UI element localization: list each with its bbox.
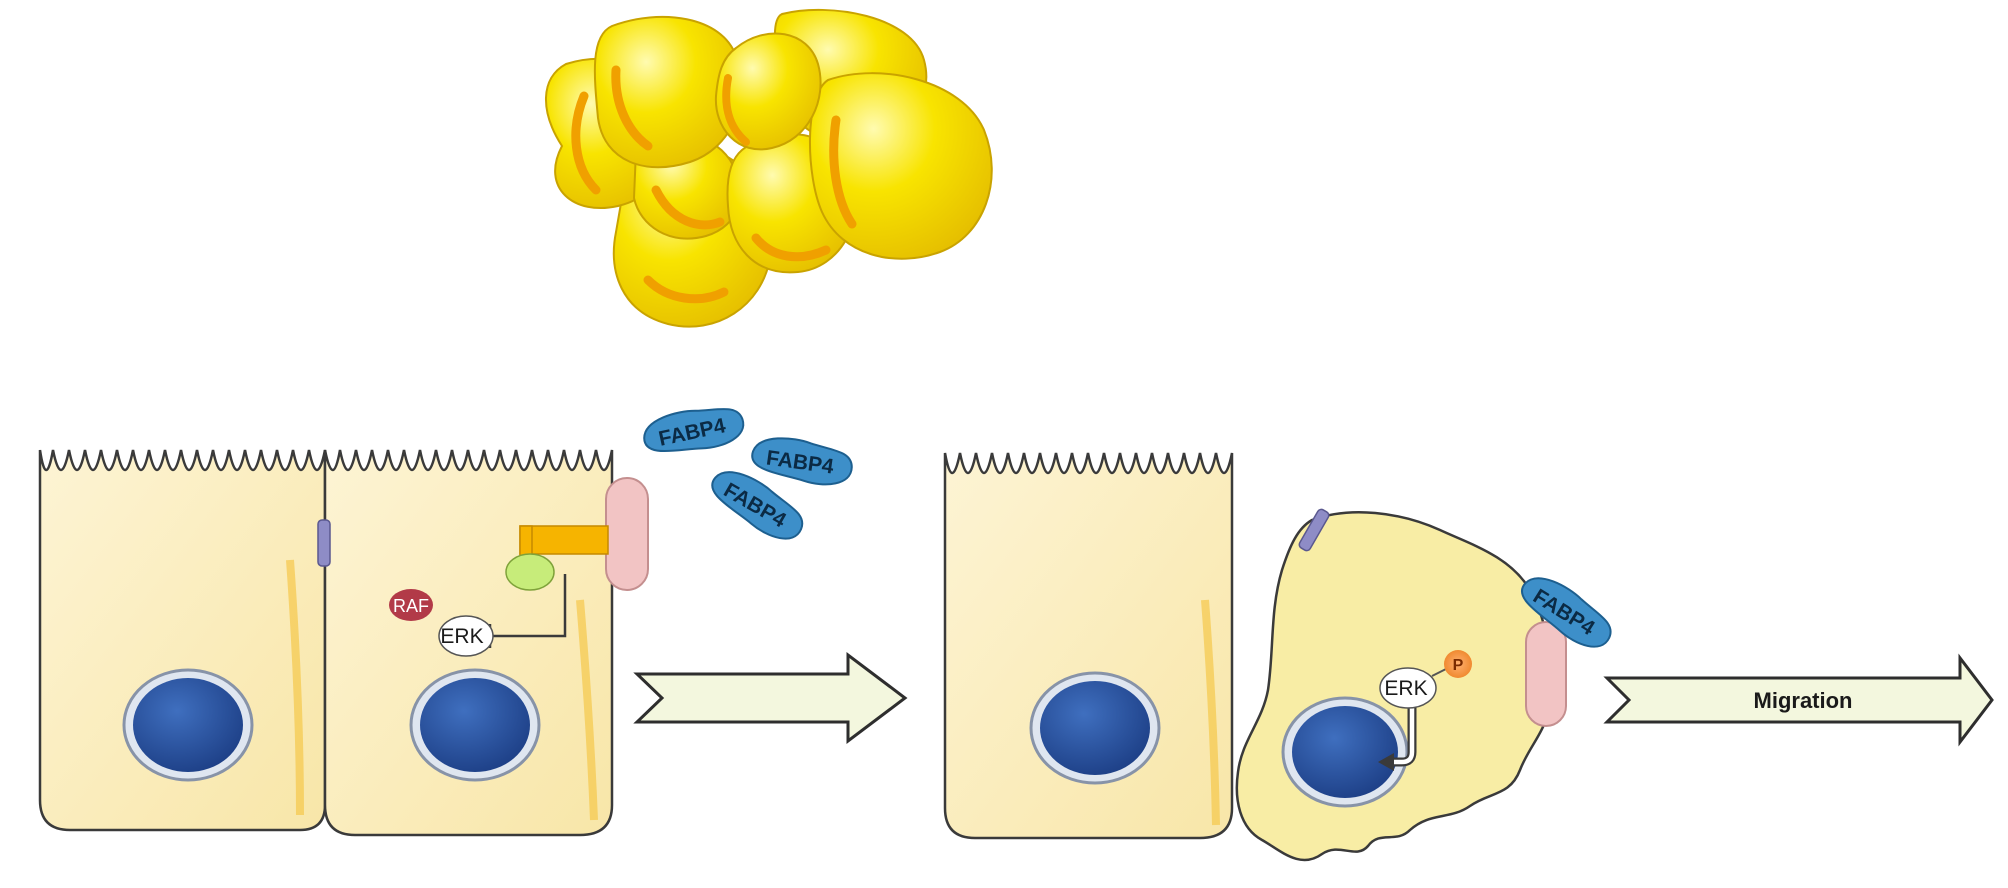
nucleus	[1281, 696, 1409, 808]
epithelial-cell-left	[38, 449, 327, 832]
inhibition-line	[490, 574, 567, 638]
erk-protein-inactive: ERK	[438, 574, 567, 657]
nucleus	[1029, 671, 1161, 785]
raf-protein: RAF	[389, 589, 433, 621]
kinase-domain	[519, 525, 609, 555]
phosphate-label: P	[1453, 657, 1464, 674]
erk-label: ERK	[1384, 677, 1427, 700]
junction-marker	[317, 519, 331, 567]
nucleus	[409, 668, 541, 782]
adipocyte-cluster	[545, 8, 993, 328]
receptor	[1525, 621, 1567, 727]
adaptor-protein	[505, 553, 555, 591]
fabp4-protein: FABP4	[643, 408, 745, 453]
adipocyte	[593, 15, 743, 169]
adipocyte	[714, 32, 822, 151]
raf-label: RAF	[393, 596, 429, 616]
receptor	[605, 477, 649, 591]
migration-label: Migration	[1754, 688, 1853, 713]
phosphate-group: P	[1431, 650, 1472, 678]
migration-arrow	[1603, 653, 1994, 747]
erk-protein-active: ERK	[1378, 667, 1437, 771]
transition-arrow	[633, 651, 908, 745]
epithelial-cell-right	[943, 452, 1234, 840]
junction-marker	[1298, 508, 1330, 552]
fabp4-protein: FABP4	[751, 437, 853, 486]
erk-label: ERK	[440, 625, 483, 648]
adipocyte	[808, 72, 993, 260]
nucleus	[122, 668, 254, 782]
